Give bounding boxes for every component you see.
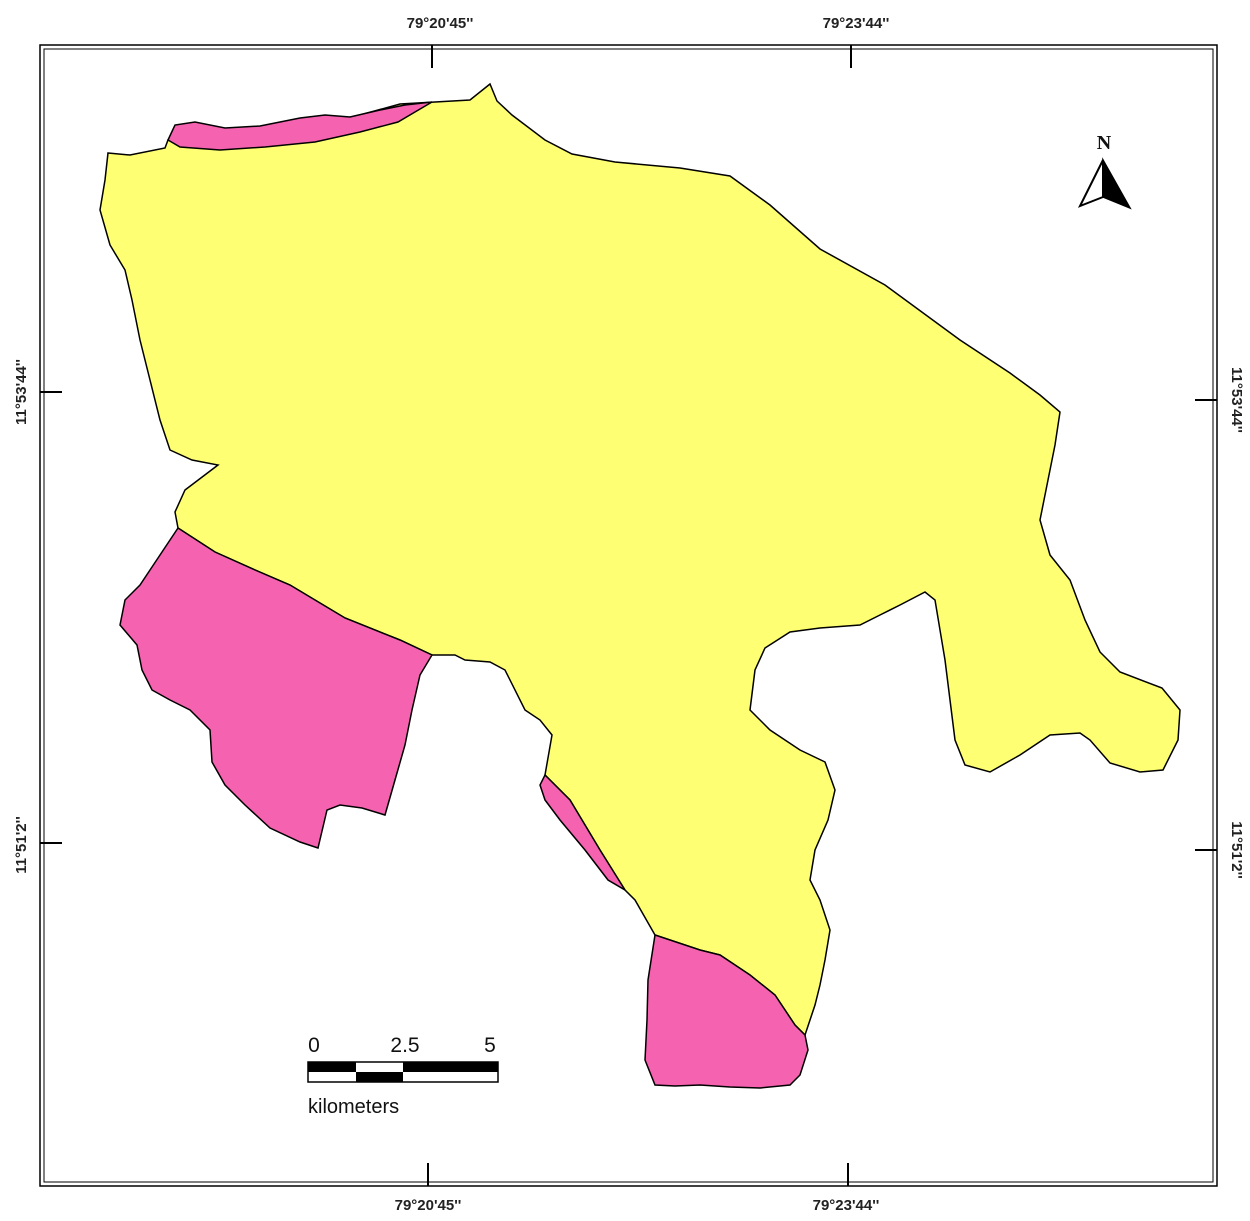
scale-tick-5: 5 bbox=[484, 1034, 496, 1057]
map-frame-outer bbox=[39, 44, 1218, 1187]
scale-segment bbox=[308, 1062, 356, 1072]
zone-pink-central-sliver[interactable] bbox=[539, 773, 626, 891]
north-label: N bbox=[1097, 132, 1112, 154]
left-label-2: 11°51'2'' bbox=[13, 816, 30, 874]
right-label-1: 11°53'44'' bbox=[1228, 367, 1245, 433]
top-label-2: 79°23'44'' bbox=[823, 15, 890, 32]
graticule-ticks bbox=[40, 45, 1217, 1186]
bottom-label-1: 79°20'45'' bbox=[395, 1197, 462, 1214]
bottom-label-2: 79°23'44'' bbox=[813, 1197, 880, 1214]
scale-segment bbox=[356, 1072, 403, 1082]
scale-tick-2-5: 2.5 bbox=[390, 1034, 419, 1057]
left-label-1: 11°53'44'' bbox=[13, 359, 30, 425]
scale-tick-0: 0 bbox=[308, 1034, 320, 1057]
top-label-1: 79°20'45'' bbox=[407, 15, 474, 32]
north-arrow: N bbox=[1077, 132, 1132, 210]
scale-bar: 0 2.5 5 kilometers bbox=[307, 1034, 499, 1118]
north-arrow-icon-shade bbox=[1102, 157, 1132, 210]
map-frame-inner bbox=[43, 48, 1214, 1183]
zone-yellow-region[interactable] bbox=[99, 82, 1181, 1037]
scale-unit-label: kilometers bbox=[308, 1096, 399, 1118]
zone-pink-southwest[interactable] bbox=[119, 526, 434, 849]
right-label-2: 11°51'2'' bbox=[1228, 821, 1245, 879]
zone-pink-north-strip[interactable] bbox=[167, 101, 433, 151]
north-arrow-icon bbox=[1077, 159, 1104, 208]
zone-pink-south[interactable] bbox=[644, 934, 809, 1089]
scale-segment bbox=[403, 1062, 498, 1072]
